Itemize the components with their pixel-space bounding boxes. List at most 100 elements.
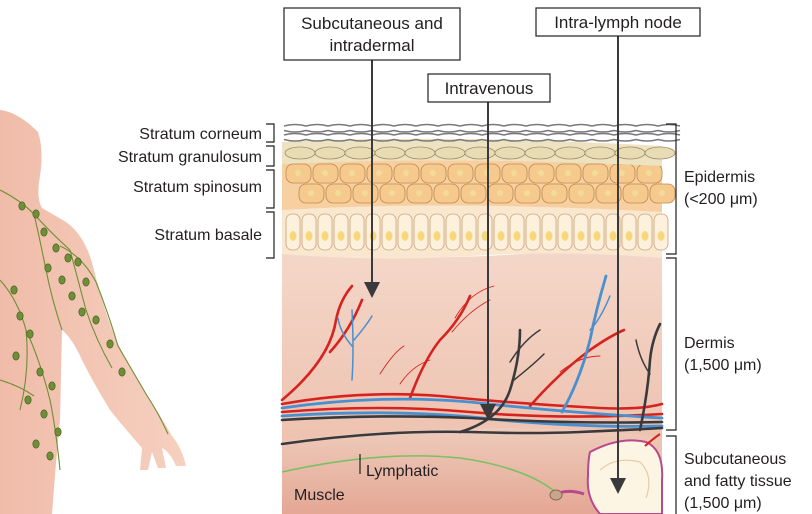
route-subcutaneous-line1: Subcutaneous and bbox=[301, 14, 443, 33]
body-lymph-node bbox=[41, 410, 47, 418]
subcutaneous-bracket bbox=[666, 436, 676, 514]
cell-nucleus bbox=[295, 170, 301, 176]
granulosum-cell bbox=[645, 147, 675, 159]
cell-nucleus bbox=[306, 231, 313, 241]
body-lymph-node bbox=[69, 292, 75, 300]
corneum-line bbox=[284, 134, 680, 136]
body-lymph-node bbox=[59, 276, 65, 284]
cell-nucleus bbox=[626, 231, 633, 241]
body-lymph-node bbox=[79, 308, 85, 316]
granulosum-cell bbox=[495, 147, 525, 159]
route-label-intravenous: Intravenous bbox=[428, 74, 550, 102]
granulosum-cell bbox=[315, 147, 345, 159]
cell-nucleus bbox=[565, 170, 571, 176]
route-intra-lymph-label: Intra-lymph node bbox=[554, 13, 682, 32]
cell-nucleus bbox=[546, 231, 553, 241]
body-lymph-node bbox=[47, 452, 53, 460]
cell-nucleus bbox=[594, 231, 601, 241]
body-lymph-node bbox=[45, 264, 51, 272]
cell-nucleus bbox=[434, 231, 441, 241]
cell-nucleus bbox=[605, 190, 611, 196]
cell-nucleus bbox=[592, 170, 598, 176]
body-lymph-node bbox=[13, 352, 19, 360]
skin-cross-section bbox=[282, 125, 680, 514]
cell-nucleus bbox=[450, 231, 457, 241]
strata-brackets bbox=[266, 124, 274, 258]
cell-nucleus bbox=[457, 170, 463, 176]
body-silhouette bbox=[0, 110, 186, 514]
cell-nucleus bbox=[470, 190, 476, 196]
route-label-intra-lymph: Intra-lymph node bbox=[536, 8, 700, 36]
dermis-label: Dermis bbox=[684, 335, 735, 352]
cell-nucleus bbox=[642, 231, 649, 241]
cell-nucleus bbox=[497, 190, 503, 196]
cell-nucleus bbox=[349, 170, 355, 176]
dermis-thickness: (1,500 μm) bbox=[684, 357, 762, 374]
cell-nucleus bbox=[562, 231, 569, 241]
cell-nucleus bbox=[646, 170, 652, 176]
stratum-spinosum-label: Stratum spinosum bbox=[133, 179, 262, 196]
cell-nucleus bbox=[403, 170, 409, 176]
body-lymph-node bbox=[11, 286, 17, 294]
body-lymph-node bbox=[49, 382, 55, 390]
cell-nucleus bbox=[290, 231, 297, 241]
cell-nucleus bbox=[578, 231, 585, 241]
cell-nucleus bbox=[335, 190, 341, 196]
granulosum-cell bbox=[615, 147, 645, 159]
body-lymph-node bbox=[33, 440, 39, 448]
cell-nucleus bbox=[658, 231, 665, 241]
cell-nucleus bbox=[322, 231, 329, 241]
lymphatic-label: Lymphatic bbox=[366, 463, 438, 480]
cell-nucleus bbox=[514, 231, 521, 241]
body-lymph-node bbox=[19, 202, 25, 210]
stratum-corneum-label: Stratum corneum bbox=[139, 126, 262, 143]
cell-nucleus bbox=[338, 231, 345, 241]
granulosum-cell bbox=[375, 147, 405, 159]
cell-nucleus bbox=[416, 190, 422, 196]
cell-nucleus bbox=[578, 190, 584, 196]
subcutaneous-label: Subcutaneous bbox=[684, 451, 786, 468]
body-lymph-node bbox=[17, 312, 23, 320]
body-lymph-node bbox=[75, 258, 81, 266]
stratum-basale-label: Stratum basale bbox=[154, 227, 262, 244]
granulosum-cell bbox=[405, 147, 435, 159]
cell-nucleus bbox=[632, 190, 638, 196]
corneum-line bbox=[284, 131, 680, 133]
dermis-bracket bbox=[666, 258, 676, 430]
granulosum-cell bbox=[435, 147, 465, 159]
granulosum-cell bbox=[345, 147, 375, 159]
body-lymph-node bbox=[119, 368, 125, 376]
body-lymph-node bbox=[33, 210, 39, 218]
body-lymph-node bbox=[25, 396, 31, 404]
granulosum-cell bbox=[525, 147, 555, 159]
cell-nucleus bbox=[511, 170, 517, 176]
granulosum-cell bbox=[465, 147, 495, 159]
cell-nucleus bbox=[389, 190, 395, 196]
cell-nucleus bbox=[466, 231, 473, 241]
cell-nucleus bbox=[376, 170, 382, 176]
cell-nucleus bbox=[524, 190, 530, 196]
body-lymph-node bbox=[27, 330, 33, 338]
granulosum-cell bbox=[555, 147, 585, 159]
cell-nucleus bbox=[443, 190, 449, 196]
cell-nucleus bbox=[322, 170, 328, 176]
route-label-subcutaneous: Subcutaneous and intradermal bbox=[284, 8, 460, 60]
stratum-corneum-lines bbox=[284, 125, 680, 142]
body-lymph-node bbox=[65, 254, 71, 262]
epidermis-label: Epidermis bbox=[684, 169, 755, 186]
strata-labels: Stratum corneum Stratum granulosum Strat… bbox=[118, 126, 262, 244]
corneum-line bbox=[284, 125, 680, 127]
muscle-label: Muscle bbox=[294, 487, 345, 504]
cell-nucleus bbox=[354, 231, 361, 241]
cell-nucleus bbox=[418, 231, 425, 241]
body-lymph-node bbox=[83, 278, 89, 286]
body-lymph-node bbox=[53, 244, 59, 252]
fatty-tissue-label: and fatty tissue bbox=[684, 473, 792, 490]
cell-nucleus bbox=[402, 231, 409, 241]
cell-nucleus bbox=[498, 231, 505, 241]
subcutaneous-thickness: (1,500 μm) bbox=[684, 495, 762, 512]
cell-nucleus bbox=[386, 231, 393, 241]
cell-nucleus bbox=[659, 190, 665, 196]
region-labels: Epidermis (<200 μm) Dermis (1,500 μm) Su… bbox=[684, 169, 792, 512]
